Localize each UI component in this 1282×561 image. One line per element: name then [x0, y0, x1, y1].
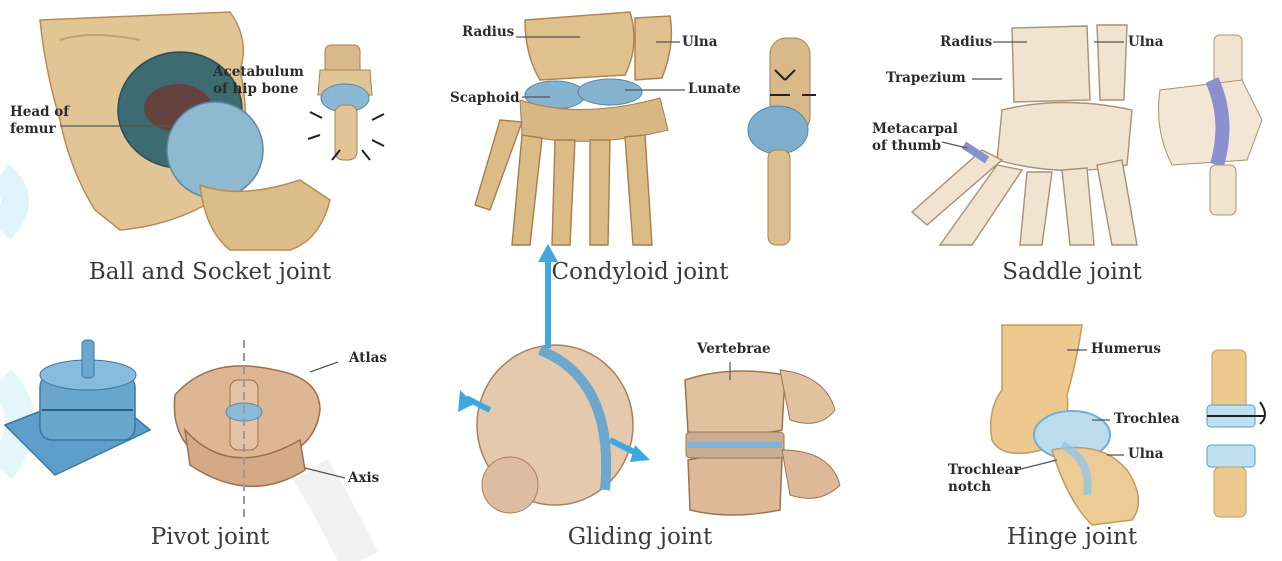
label-atlas: Atlas — [349, 350, 387, 366]
caption-saddle: Saddle joint — [862, 259, 1282, 285]
pivot-model — [5, 340, 150, 475]
label-ulna: Ulna — [1128, 446, 1163, 462]
label-scaphoid: Scaphoid — [450, 90, 520, 106]
label-lunate: Lunate — [688, 81, 741, 97]
label-acetabulum-line2: of hip bone — [213, 81, 298, 97]
caption-condyloid: Condyloid joint — [430, 259, 850, 285]
caption-hinge: Hinge joint — [862, 524, 1282, 550]
gliding-joint-panel: Vertebrae Gliding joint — [430, 300, 850, 561]
condyloid-model — [748, 38, 816, 245]
pivot-illustration — [0, 300, 420, 525]
label-head-of-femur-line2: femur — [10, 121, 56, 137]
saddle-joint-panel: Radius Ulna Trapezium Metacarpal of thum… — [862, 0, 1282, 290]
label-ulna: Ulna — [682, 34, 717, 50]
label-trochlea: Trochlea — [1114, 411, 1180, 427]
ball-socket-model — [308, 45, 384, 160]
pivot-joint-panel: Atlas Axis Pivot joint — [0, 300, 420, 561]
label-trochlear-notch-line2: notch — [948, 479, 991, 495]
caption-pivot: Pivot joint — [0, 524, 420, 550]
label-humerus: Humerus — [1091, 341, 1161, 357]
label-radius: Radius — [940, 34, 992, 50]
hinge-model — [1207, 350, 1265, 517]
gliding-illustration — [430, 300, 850, 525]
label-vertebrae: Vertebrae — [697, 341, 771, 357]
hinge-illustration — [862, 300, 1282, 525]
label-trochlear-notch-line1: Trochlear — [948, 462, 1021, 478]
label-axis: Axis — [348, 470, 379, 486]
hinge-joint-panel: Humerus Trochlea Ulna Trochlear notch Hi… — [862, 300, 1282, 561]
condyloid-joint-panel: Radius Ulna Scaphoid Lunate Condyloid jo… — [430, 0, 850, 290]
label-radius: Radius — [462, 24, 514, 40]
label-metacarpal-line1: Metacarpal — [872, 121, 958, 137]
label-trapezium: Trapezium — [886, 70, 966, 86]
ball-socket-joint-panel: Acetabulum of hip bone Head of femur Bal… — [0, 0, 420, 290]
caption-gliding: Gliding joint — [430, 524, 850, 550]
caption-ball-socket: Ball and Socket joint — [0, 259, 420, 285]
saddle-model — [1159, 35, 1263, 215]
ball-socket-illustration — [0, 0, 420, 250]
label-ulna: Ulna — [1128, 34, 1163, 50]
label-acetabulum-line1: Acetabulum — [213, 64, 304, 80]
label-metacarpal-line2: of thumb — [872, 138, 941, 154]
label-head-of-femur-line1: Head of — [10, 104, 69, 120]
